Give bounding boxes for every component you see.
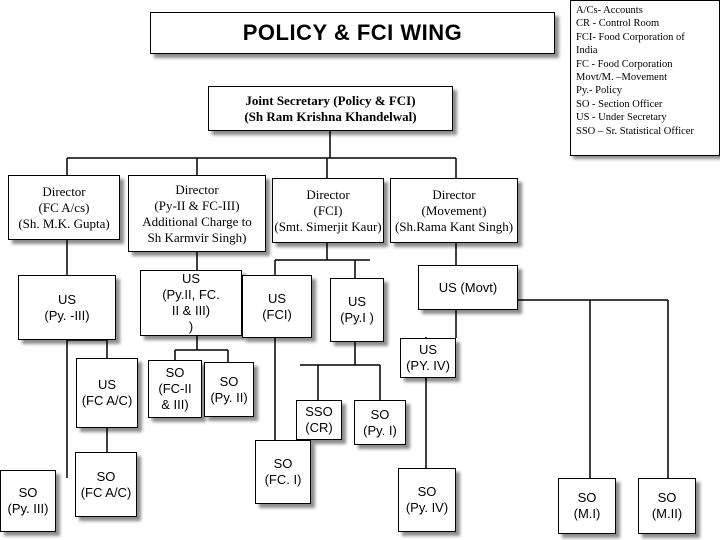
director-fc-acs-box: Director (FC A/cs) (Sh. M.K. Gupta) xyxy=(8,175,120,240)
director-fci-box: Director (FCI) (Smt. Simerjit Kaur) xyxy=(272,178,384,243)
legend-item: Py.- Policy xyxy=(576,85,622,97)
legend-item: A/Cs- Accounts xyxy=(576,5,643,16)
so-py3-box: SO (Py. III) xyxy=(0,470,56,532)
so-fc1-box: SO (FC. I) xyxy=(255,440,311,504)
so-m2-box: SO (M.II) xyxy=(638,478,696,534)
legend-item: India xyxy=(576,45,598,57)
so-py1-box: SO (Py. I) xyxy=(354,400,406,445)
page-title: POLICY & FCI WING xyxy=(150,12,555,54)
us-py1-box: US (Py.I ) xyxy=(330,278,384,342)
sso-cr-box: SSO (CR) xyxy=(296,400,342,440)
so-py4-box: SO (Py. IV) xyxy=(398,468,456,532)
so-m1-box: SO (M.I) xyxy=(558,478,616,534)
us-movt-box: US (Movt) xyxy=(418,265,518,310)
abbreviation-legend: A/Cs- Accounts CR - Control Room FCI- Fo… xyxy=(570,0,720,156)
legend-item: SO - Section Officer xyxy=(576,98,663,110)
legend-item: CR - Control Room xyxy=(576,18,660,30)
director-py-fc-box: Director (Py-II & FC-III) Additional Cha… xyxy=(128,175,266,252)
us-py3-box: US (Py. -III) xyxy=(18,275,116,340)
legend-item: FCI- Food Corporation of xyxy=(576,31,685,43)
us-py4-box: US (PY. IV) xyxy=(400,338,456,378)
us-fc-acs-box: US (FC A/C) xyxy=(76,358,138,428)
joint-secretary-box: Joint Secretary (Policy & FCI) (Sh Ram K… xyxy=(208,86,453,131)
so-fc2-fc3-box: SO (FC-II & III) xyxy=(148,360,202,418)
so-fc-acs-box: SO (FC A/C) xyxy=(75,452,137,517)
legend-item: FC - Food Corporation xyxy=(576,58,673,70)
director-movement-box: Director (Movement) (Sh.Rama Kant Singh) xyxy=(390,178,518,243)
us-fci-box: US (FCI) xyxy=(242,275,312,338)
legend-item: SSO – Sr. Statistical Officer xyxy=(576,125,694,137)
us-py2-fc-box: US (Py.II, FC. II & III) ) xyxy=(140,270,242,336)
so-py2-box: SO (Py. II) xyxy=(204,362,254,417)
legend-item: US - Under Secretary xyxy=(576,112,667,124)
legend-item: Movt/M. –Movement xyxy=(576,72,667,84)
